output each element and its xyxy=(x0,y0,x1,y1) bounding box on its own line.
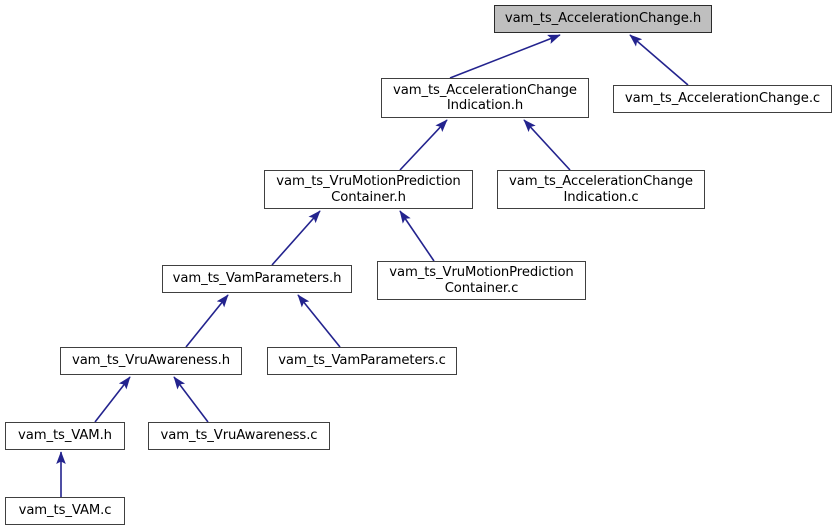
graph-node-label: vam_ts_VruAwareness.c xyxy=(160,428,318,444)
graph-edge-vamparameters_h-to-vrumotionpredictioncontainer_h xyxy=(271,210,321,266)
graph-node-label: vam_ts_VamParameters.c xyxy=(278,353,446,369)
graph-node-vruawareness_h[interactable]: vam_ts_VruAwareness.h xyxy=(60,347,242,375)
graph-node-label: vam_ts_VamParameters.h xyxy=(172,271,342,287)
graph-node-vamparameters_c[interactable]: vam_ts_VamParameters.c xyxy=(267,347,457,375)
graph-edge-vam_h-to-vruawareness_h xyxy=(94,376,131,423)
graph-edge-accelerationchange_c-to-accelerationchange_h xyxy=(629,34,689,86)
graph-node-label: vam_ts_AccelerationChange.c xyxy=(624,91,821,107)
graph-node-accelerationchangeindication_c[interactable]: vam_ts_AccelerationChange Indication.c xyxy=(497,170,705,209)
graph-node-label: vam_ts_AccelerationChange.h xyxy=(504,11,702,27)
graph-node-accelerationchange_c[interactable]: vam_ts_AccelerationChange.c xyxy=(613,85,832,113)
graph-node-accelerationchangeindication_h[interactable]: vam_ts_AccelerationChange Indication.h xyxy=(381,78,589,118)
graph-node-vam_c[interactable]: vam_ts_VAM.c xyxy=(5,497,125,525)
graph-node-label: vam_ts_VAM.h xyxy=(18,428,112,444)
graph-node-vruawareness_c[interactable]: vam_ts_VruAwareness.c xyxy=(148,422,330,450)
graph-node-label: vam_ts_VruMotionPrediction Container.c xyxy=(389,265,574,296)
graph-node-vamparameters_h[interactable]: vam_ts_VamParameters.h xyxy=(162,265,352,293)
graph-node-label: vam_ts_AccelerationChange Indication.h xyxy=(393,82,577,114)
graph-node-vam_h[interactable]: vam_ts_VAM.h xyxy=(5,422,125,450)
graph-edge-vrumotionpredictioncontainer_c-to-vrumotionpredictioncontainer_h xyxy=(399,210,435,262)
graph-edge-vruawareness_h-to-vamparameters_h xyxy=(185,294,229,348)
graph-node-vrumotionpredictioncontainer_h[interactable]: vam_ts_VruMotionPrediction Container.h xyxy=(264,170,473,209)
graph-node-vrumotionpredictioncontainer_c[interactable]: vam_ts_VruMotionPrediction Container.c xyxy=(377,261,586,300)
graph-node-accelerationchange_h[interactable]: vam_ts_AccelerationChange.h xyxy=(494,5,712,33)
graph-node-label: vam_ts_VruAwareness.h xyxy=(71,353,231,369)
graph-edge-accelerationchangeindication_c-to-accelerationchangeindication_h xyxy=(523,119,571,171)
graph-edge-vamparameters_c-to-vamparameters_h xyxy=(297,294,341,348)
graph-edge-vrumotionpredictioncontainer_h-to-accelerationchangeindication_h xyxy=(399,119,448,171)
graph-edge-vruawareness_c-to-vruawareness_h xyxy=(173,376,209,423)
graph-node-label: vam_ts_AccelerationChange Indication.c xyxy=(509,174,693,205)
graph-node-label: vam_ts_VAM.c xyxy=(18,503,112,519)
graph-node-label: vam_ts_VruMotionPrediction Container.h xyxy=(276,174,461,205)
graph-edge-accelerationchangeindication_h-to-accelerationchange_h xyxy=(449,34,561,79)
